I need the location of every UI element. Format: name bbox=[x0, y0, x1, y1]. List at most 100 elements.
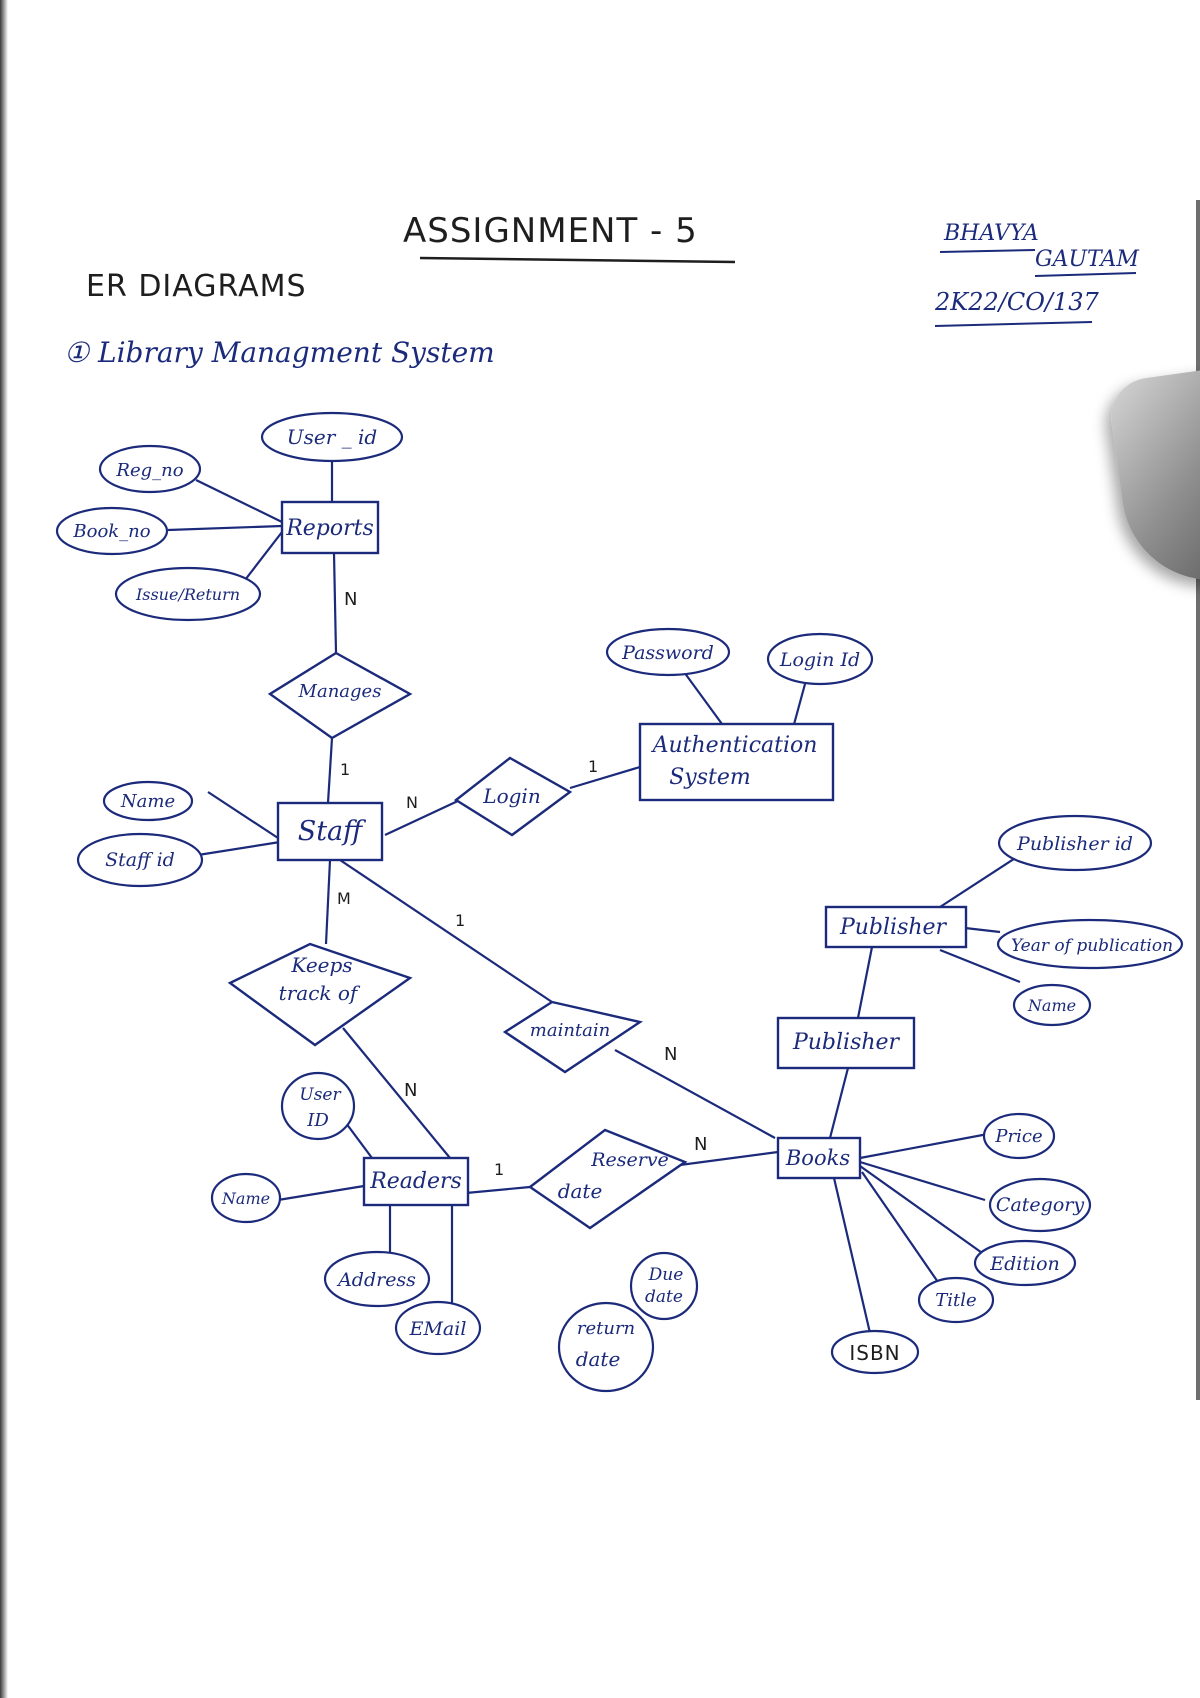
entities bbox=[276, 500, 968, 1207]
line-reports-manages bbox=[332, 552, 338, 654]
attr-publisherid-shape[interactable] bbox=[997, 814, 1153, 872]
attr-title-label: Title bbox=[935, 1290, 976, 1311]
entity-books-box[interactable] bbox=[776, 1136, 862, 1180]
roll-number: 2K22/CO/137 bbox=[934, 288, 1099, 316]
card-manages-staff: 1 bbox=[340, 760, 351, 779]
attr-staffname-shape[interactable] bbox=[102, 780, 194, 822]
attr-loginid-shape[interactable] bbox=[766, 632, 874, 686]
attr-staffname-label: Name bbox=[120, 791, 175, 812]
attr-category-label: Category bbox=[996, 1194, 1084, 1216]
attr-edition-shape[interactable] bbox=[973, 1239, 1077, 1287]
entity-publisher-label: Publisher bbox=[839, 915, 948, 940]
attr-duedate-shape[interactable] bbox=[629, 1251, 699, 1321]
attr-returndate-label-1: return bbox=[577, 1318, 635, 1339]
line-login-auth bbox=[569, 765, 641, 790]
attr-address-label: Address bbox=[336, 1269, 416, 1291]
line-keeps-readers bbox=[342, 1027, 451, 1159]
card-reserve-books: N bbox=[694, 1134, 708, 1155]
rel-login-label: Login bbox=[482, 784, 540, 808]
entity-staff-box[interactable] bbox=[276, 801, 384, 862]
line-books-category bbox=[859, 1160, 986, 1202]
relationships bbox=[227, 651, 688, 1230]
attr-regno-shape[interactable] bbox=[98, 444, 202, 494]
entity-publisher-box[interactable] bbox=[824, 905, 968, 949]
line-issue-reports bbox=[244, 531, 283, 581]
line-staff-keeps bbox=[324, 859, 332, 945]
rel-reserve-label-2: date bbox=[558, 1179, 603, 1203]
attr-year-shape[interactable] bbox=[996, 918, 1184, 970]
rel-login-shape[interactable] bbox=[453, 756, 573, 837]
attr-reader-userid-label-1: User bbox=[299, 1085, 341, 1105]
card-keeps-readers: N bbox=[404, 1080, 418, 1101]
attr-address-shape[interactable] bbox=[323, 1250, 431, 1308]
attr-password-label: Password bbox=[621, 642, 714, 664]
attr-category-shape[interactable] bbox=[988, 1177, 1092, 1233]
line-staff-maintain bbox=[339, 859, 553, 1003]
line-pubname-publisher bbox=[939, 948, 1021, 984]
attr-userid-shape[interactable] bbox=[260, 411, 404, 463]
attr-isbn-shape[interactable] bbox=[830, 1329, 920, 1375]
attr-title-shape[interactable] bbox=[917, 1276, 995, 1324]
card-staff-keeps: M bbox=[337, 889, 352, 908]
rel-reserve-label-1: Reserve bbox=[590, 1149, 669, 1171]
entity-auth-label-2: System bbox=[669, 765, 751, 790]
line-publisher-weak bbox=[856, 946, 874, 1019]
line-staff-login bbox=[384, 799, 461, 836]
attr-pubname-shape[interactable] bbox=[1012, 983, 1092, 1027]
entity-auth-box[interactable] bbox=[638, 722, 835, 802]
card-maintain-books: N bbox=[664, 1044, 678, 1065]
attr-staffid-label: Staff id bbox=[105, 849, 175, 871]
line-maintain-books bbox=[614, 1049, 776, 1139]
author-underline-1 bbox=[939, 249, 1036, 253]
rel-keeps-shape[interactable] bbox=[227, 942, 413, 1047]
attr-readername-shape[interactable] bbox=[210, 1172, 282, 1224]
attr-issue-shape[interactable] bbox=[114, 566, 262, 622]
line-regno-reports bbox=[195, 479, 283, 523]
line-weak-books bbox=[828, 1067, 850, 1139]
attr-issue-label: Issue/Return bbox=[135, 585, 240, 604]
attr-price-shape[interactable] bbox=[982, 1112, 1056, 1160]
rel-maintain-label: maintain bbox=[530, 1020, 610, 1041]
attr-reader-userid-label-2: ID bbox=[306, 1110, 329, 1131]
card-login-auth: 1 bbox=[588, 757, 599, 776]
entity-auth-label-1: Authentication bbox=[651, 733, 818, 758]
rel-manages-label: Manages bbox=[298, 681, 382, 702]
attr-returndate-shape[interactable] bbox=[557, 1301, 655, 1393]
line-staffname-staff bbox=[207, 791, 279, 839]
title-underline bbox=[419, 256, 736, 264]
entity-readers-label: Readers bbox=[369, 1169, 462, 1194]
line-publisherid-publisher bbox=[939, 854, 1021, 908]
rel-maintain-shape[interactable] bbox=[502, 1000, 643, 1074]
attr-duedate-label-2: date bbox=[645, 1287, 683, 1307]
attr-bookno-shape[interactable] bbox=[55, 506, 169, 556]
line-readername-readers bbox=[277, 1184, 365, 1202]
author-last-name: GAUTAM bbox=[1035, 247, 1139, 272]
entity-reports-box[interactable] bbox=[280, 500, 380, 555]
line-books-isbn bbox=[832, 1177, 872, 1334]
attr-readername-label: Name bbox=[221, 1189, 270, 1208]
line-staffid-staff bbox=[197, 840, 281, 857]
card-reports-manages: N bbox=[344, 589, 358, 610]
attr-staffid-shape[interactable] bbox=[76, 832, 204, 888]
attr-isbn-label: ISBN bbox=[849, 1341, 900, 1365]
attr-loginid-label: Login Id bbox=[779, 649, 860, 671]
page-left-shadow bbox=[0, 0, 8, 1698]
attr-regno-label: Reg_no bbox=[115, 460, 183, 481]
card-staff-maintain: 1 bbox=[455, 911, 466, 930]
entity-books-label: Books bbox=[785, 1146, 850, 1170]
rel-reserve-shape[interactable] bbox=[527, 1128, 688, 1230]
attr-duedate-label-1: Due bbox=[648, 1265, 684, 1285]
line-reserve-books bbox=[679, 1150, 779, 1167]
entity-readers-box[interactable] bbox=[362, 1156, 470, 1207]
line-books-title bbox=[861, 1171, 941, 1286]
line-year-publisher bbox=[964, 926, 1001, 934]
attr-email-shape[interactable] bbox=[394, 1300, 482, 1356]
card-readers-reserve: 1 bbox=[494, 1160, 505, 1179]
entity-publisher-weak-box[interactable] bbox=[776, 1016, 916, 1070]
rel-manages-shape[interactable] bbox=[267, 651, 413, 740]
roll-underline bbox=[934, 321, 1093, 327]
attr-reader-userid-shape[interactable] bbox=[280, 1071, 356, 1141]
attr-userid-label: User _ id bbox=[287, 425, 377, 449]
attr-password-shape[interactable] bbox=[605, 627, 731, 677]
line-password-auth bbox=[683, 671, 723, 725]
